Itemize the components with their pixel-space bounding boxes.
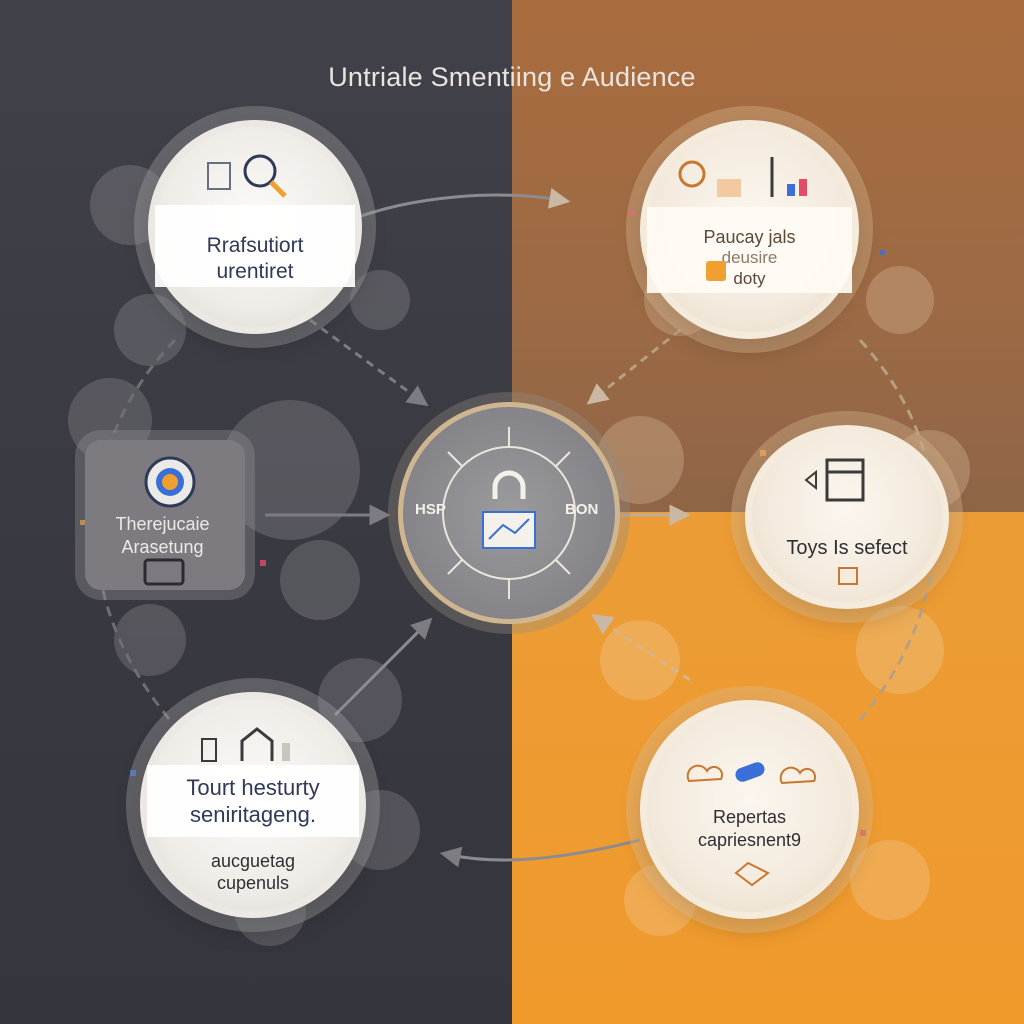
handshake-icon [734, 861, 770, 887]
puzzle-icon [706, 261, 726, 281]
node-mid-right-line1: Toys Is sefect [786, 537, 908, 559]
node-top-right-panel [647, 207, 852, 293]
bag-icon [838, 567, 858, 585]
arrow-bottom [439, 838, 641, 868]
arrow-top-left-to-hub [309, 318, 429, 407]
arrow-top [354, 187, 571, 220]
node-bottom-left-line2: seniritageng. [190, 802, 316, 827]
device-icon [143, 558, 185, 586]
node-bottom-left-line3: aucguetag [210, 851, 296, 871]
node-bottom-left-line4: cupenuls [216, 873, 290, 893]
node-top-right: Paucay jals deusire doty [640, 120, 859, 339]
arrow-bottom-left-to-hub [333, 617, 433, 717]
node-top-left-panel [155, 205, 355, 287]
magnifier-icon [207, 154, 287, 198]
node-bottom-right-line2: capriesnent9 [697, 830, 802, 850]
node-bottom-left-panel [147, 765, 359, 837]
node-mid-right: Toys Is sefect [745, 425, 949, 609]
node-top-right-line2: deusire [721, 248, 778, 267]
cabinet-icon [804, 458, 865, 502]
hub-right-label: BON [565, 501, 599, 518]
node-top-left-line2: urentiret [216, 260, 294, 283]
node-top-right-line1: Paucay jals [703, 227, 796, 247]
people-icon [678, 157, 807, 197]
node-mid-left-line2: Arasetung [121, 537, 204, 557]
node-top-right-line3: doty [733, 269, 766, 288]
hub-network-icon [442, 427, 576, 599]
node-top-left: Rrafsutiort urentiret [148, 120, 362, 334]
arrow-top-right-to-hub [586, 328, 681, 405]
cloud-icons [686, 762, 817, 785]
arrow-bottom-right-to-hub [591, 614, 691, 682]
node-bottom-left: Tourt hesturty seniritageng. aucguetag c… [140, 692, 366, 918]
node-mid-left: Therejucaie Arasetung [85, 440, 245, 590]
globe-icon [144, 456, 196, 508]
node-top-left-line1: Rrafsutiort [206, 234, 304, 257]
buildings-icon [201, 727, 290, 762]
diagram-title: Untriale Smentiing e Audience [328, 62, 696, 92]
node-bottom-right-line1: Repertas [712, 807, 787, 827]
node-bottom-left-line1: Tourt hesturty [186, 775, 320, 800]
node-mid-left-line1: Therejucaie [115, 514, 210, 534]
hub-left-label: HSP [415, 501, 446, 518]
hub-center: HSP BON [398, 402, 620, 624]
node-bottom-right: Repertas capriesnent9 [640, 700, 859, 919]
